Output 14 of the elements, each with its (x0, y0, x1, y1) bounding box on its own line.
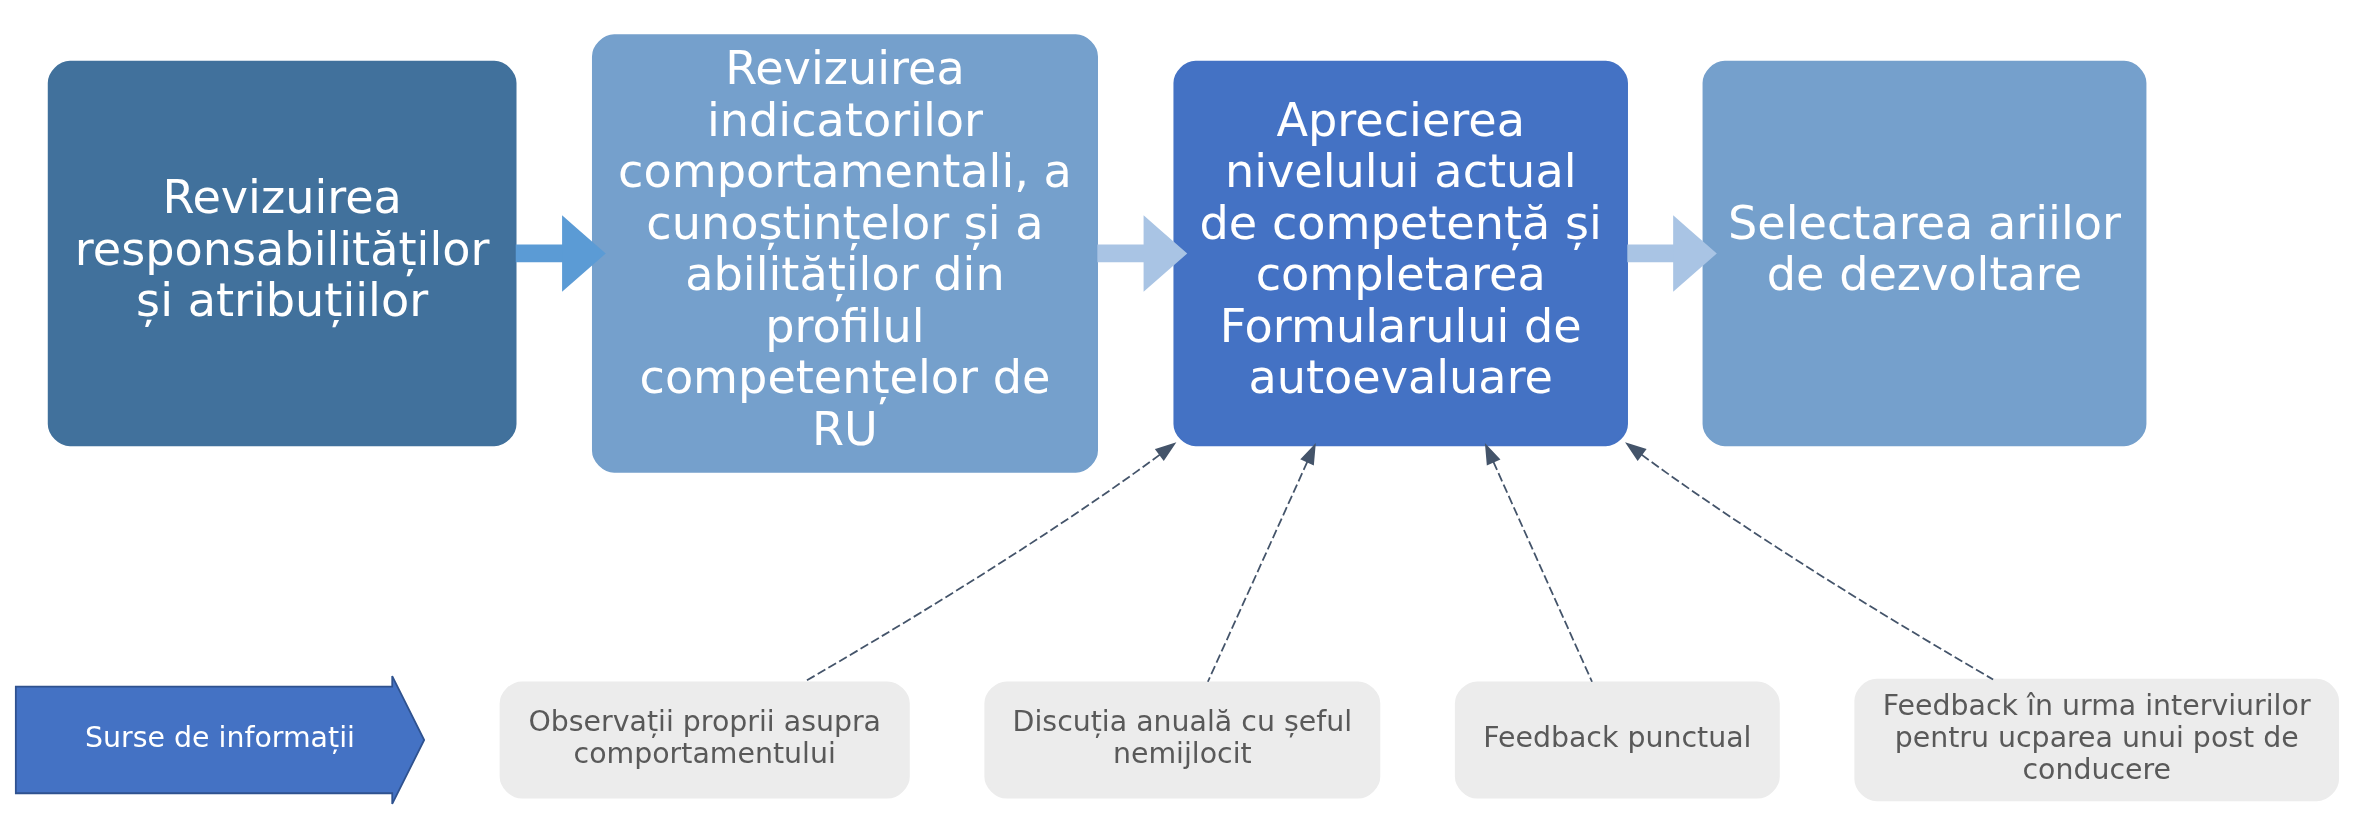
node-box: Observații proprii asupra comportamentului (499, 680, 910, 799)
arrow (515, 214, 606, 292)
node-box: Aprecierea nivelului actual de competență și completarea Formularului de autoevaluare (1173, 60, 1628, 446)
arrow (1097, 214, 1188, 292)
node-box: Discuția anuală cu șeful nemijlocit (984, 680, 1381, 799)
node-box: Selectarea ariilor de dezvoltare (1702, 60, 2147, 446)
arrow (1484, 442, 1593, 683)
node-box: Revizuirea indicatorilor comportamentali, a cunoștințelor și a abilităților din profilul competențelor de RU (591, 33, 1098, 473)
arrow (1627, 214, 1717, 292)
node-box: Feedback punctual (1454, 680, 1780, 799)
node-box: Feedback în urma interviurilor pentru ucparea unui post de conducere (1854, 678, 2340, 801)
arrow (1206, 442, 1316, 683)
node-box: Revizuirea responsabilităților și atribuțiilor (47, 60, 517, 446)
arrow (1625, 441, 1995, 680)
